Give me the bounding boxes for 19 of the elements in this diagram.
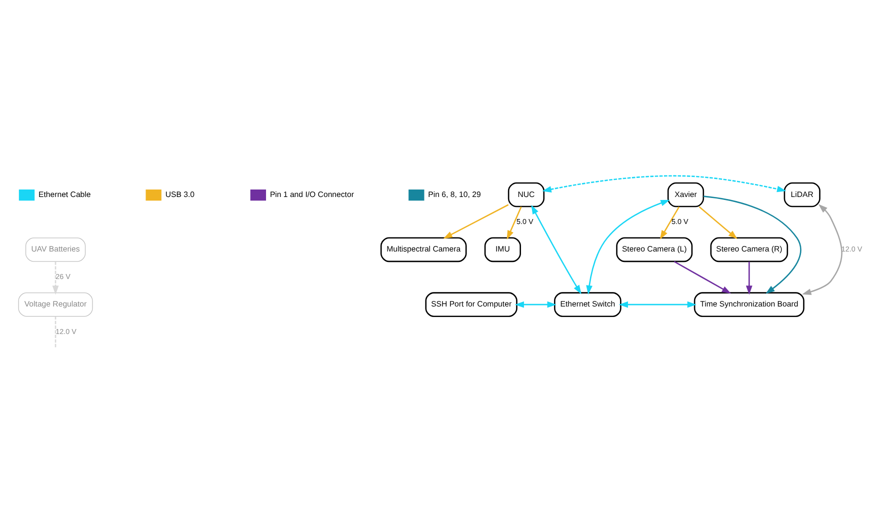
arrow [618,300,696,308]
arrow [52,261,59,294]
arrow [586,199,670,294]
arrow [506,206,522,240]
arrow [698,206,738,239]
arrow [746,261,752,294]
arrow [703,195,802,294]
arrow [674,260,732,294]
edge-label: 12.0 V [56,326,76,336]
arrow [531,204,582,294]
arrow [660,206,680,240]
connector [54,316,56,348]
edge-label: 5.0 V [516,216,534,226]
arrow [443,204,509,238]
edge-label: 26 V [56,271,70,280]
arrow [802,204,842,294]
edge-label: 5.0 V [671,216,688,226]
arrow [514,300,556,308]
arrow [542,174,786,192]
